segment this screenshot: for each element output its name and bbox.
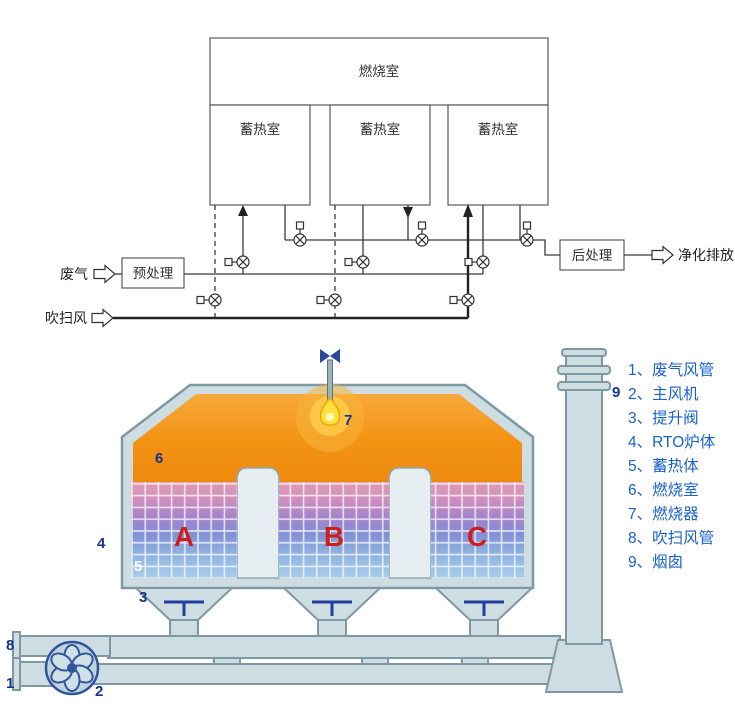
clean-exhaust-arrow-icon	[651, 245, 674, 265]
regenerator-box-3	[447, 104, 549, 206]
lift-valve-icon	[164, 600, 204, 616]
part-number-3: 3	[139, 589, 147, 606]
posttreatment-label: 后处理	[572, 248, 613, 263]
waste-gas-label: 废气	[60, 266, 88, 282]
heat-bed-c-grid	[431, 482, 524, 578]
valve-icon	[449, 293, 475, 307]
bed2-down-arrow	[403, 207, 413, 218]
valve-icon	[344, 255, 370, 269]
part-number-7: 7	[344, 412, 352, 429]
combustion-chamber-box	[209, 37, 549, 106]
stack-base	[544, 639, 624, 693]
outlet-header-line	[285, 239, 560, 256]
stack-rim	[561, 348, 607, 357]
valve-icon	[316, 293, 342, 307]
burner-flame-icon	[319, 396, 341, 426]
valve-icon	[415, 221, 429, 247]
bed1-up-arrow	[238, 205, 248, 216]
part-number-5: 5	[134, 558, 142, 575]
burner-valve-icon	[330, 349, 340, 363]
part-number-4: 4	[97, 535, 106, 552]
stack-flange	[557, 365, 611, 375]
bed-letter-c: C	[467, 521, 487, 552]
regenerator-box-1	[209, 104, 311, 206]
lift-valve-icon	[464, 600, 504, 616]
valve-icon	[224, 255, 250, 269]
legend-item: 3、提升阀	[628, 409, 699, 427]
bed-letter-b: B	[324, 521, 344, 552]
burner-valve-icon	[320, 349, 330, 363]
part-number-8: 8	[6, 637, 14, 654]
fan-icon	[44, 640, 100, 696]
legend-item: 8、吹扫风管	[628, 529, 714, 547]
purge-air-arrow-icon	[91, 308, 114, 328]
valve-icon	[520, 221, 534, 247]
waste-gas-duct	[83, 663, 571, 685]
legend-item: 2、主风机	[628, 385, 699, 403]
legend-item: 9、烟囱	[628, 553, 683, 571]
legend-item: 7、燃烧器	[628, 505, 699, 523]
stack-tube	[565, 351, 603, 645]
part-number-1: 1	[6, 675, 14, 692]
regenerator-label-3: 蓄热室	[478, 121, 519, 137]
waste-gas-arrow-icon	[93, 264, 116, 284]
legend-item: 1、废气风管	[628, 361, 714, 379]
legend-item: 4、RTO炉体	[628, 433, 716, 451]
valve-icon	[293, 221, 307, 247]
flame-core	[326, 413, 334, 421]
waste-gas-inlet-flange	[12, 657, 21, 691]
pretreatment-box	[121, 257, 185, 289]
regenerator-label-2: 蓄热室	[360, 121, 401, 137]
bed-divider-column	[388, 467, 432, 579]
burner-icon	[319, 349, 341, 426]
regenerator-label-1: 蓄热室	[240, 121, 281, 137]
pretreatment-label: 预处理	[133, 266, 174, 281]
bed-letter-a: A	[174, 521, 194, 552]
rto-cutaway-illustration: A B C 8 1 2 3 4 5 6 7 9	[6, 348, 624, 700]
heat-bed-a-grid	[131, 482, 237, 578]
part-number-9: 9	[612, 384, 620, 401]
posttreatment-box	[559, 239, 625, 271]
purge-air-label: 吹扫风	[45, 310, 87, 326]
heat-beds	[131, 482, 524, 578]
bed-divider-column	[236, 467, 280, 579]
legend-item: 6、燃烧室	[628, 481, 699, 499]
clean-exhaust-label: 净化排放	[678, 247, 734, 263]
heat-bed-b-grid	[279, 482, 389, 578]
part-number-6: 6	[155, 450, 163, 467]
legend: 1、废气风管 2、主风机 3、提升阀 4、RTO炉体 5、蓄热体 6、燃烧室 7…	[628, 361, 716, 571]
stack	[544, 348, 624, 693]
combustion-chamber-label: 燃烧室	[359, 63, 400, 79]
regenerator-box-2	[329, 104, 431, 206]
valve-icon	[196, 293, 222, 307]
purge-air-duct	[107, 635, 561, 659]
stack-flange	[557, 381, 611, 391]
legend-item: 5、蓄热体	[628, 457, 699, 475]
part-number-2: 2	[95, 683, 103, 700]
lift-valve-icon	[312, 600, 352, 616]
process-flow-schematic: 燃烧室 蓄热室 蓄热室 蓄热室 预处理 后处理 废气 吹扫风 净化排放	[45, 37, 734, 328]
bed3-up-arrow	[463, 204, 473, 217]
